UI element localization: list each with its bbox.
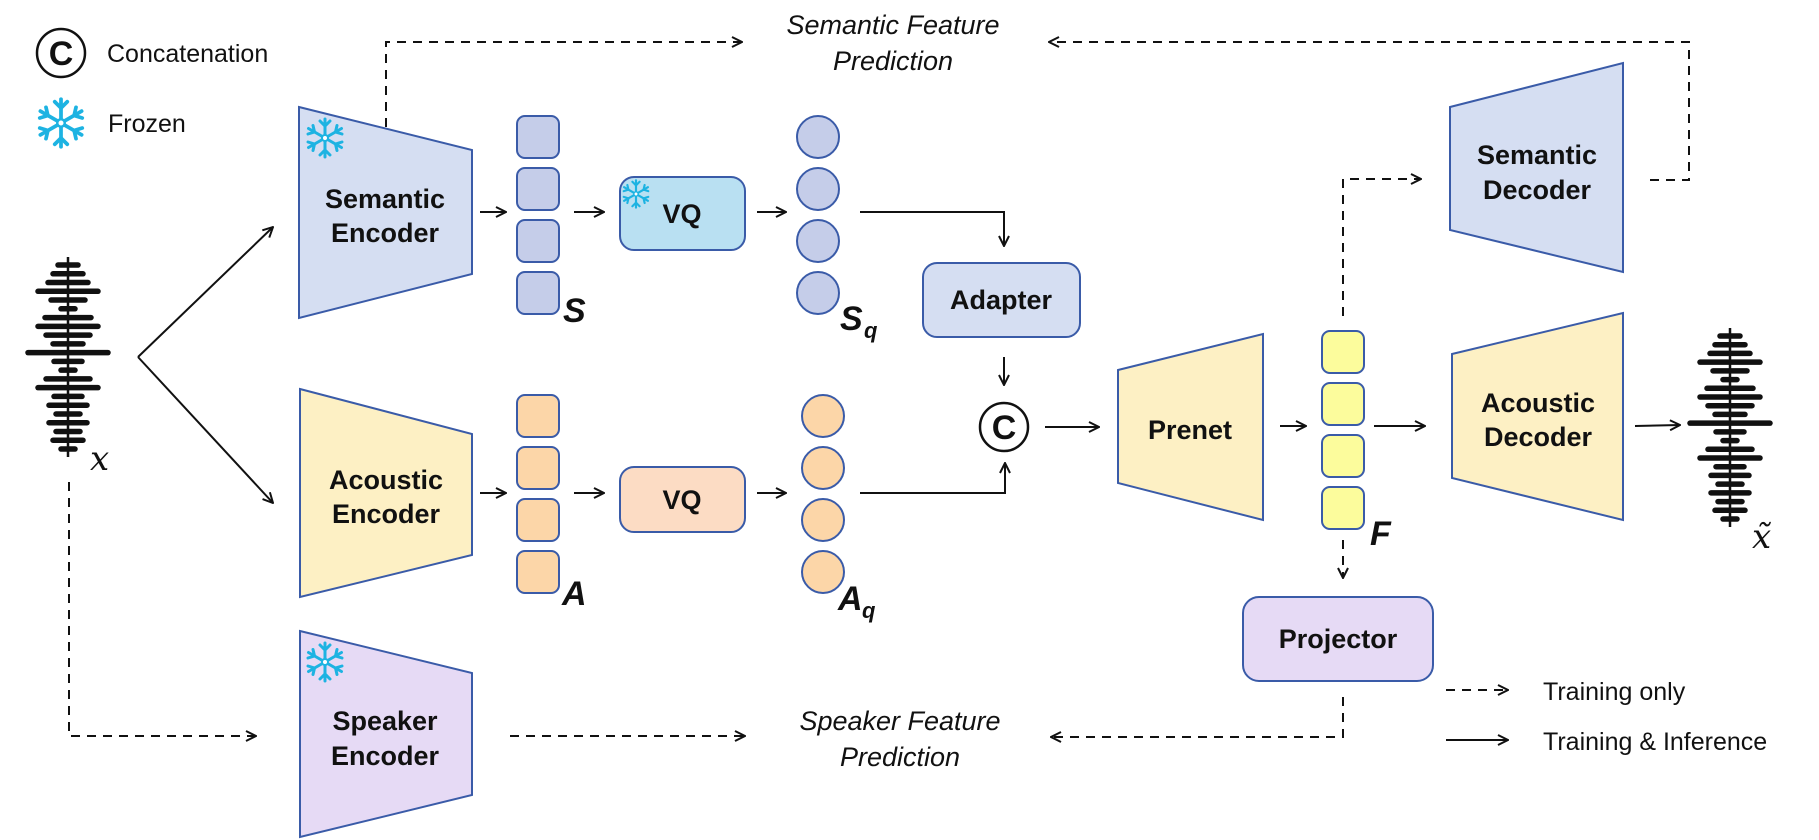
semantic-vq: VQ (619, 176, 746, 251)
dashed-arrow-from-semantic-decoder (1049, 42, 1690, 181)
semantic-encoder-line1: Semantic (325, 184, 445, 214)
feature-token (516, 167, 560, 211)
arrow-to-acoustic-encoder (137, 356, 273, 503)
arrow-to-output-waveform (1634, 425, 1680, 426)
semantic-feature-label: S (563, 292, 586, 330)
output-waveform-icon (1687, 328, 1773, 527)
fused-feature-tokens (1321, 330, 1365, 530)
arrow-to-semantic-encoder (137, 227, 273, 358)
quantized-token (796, 271, 840, 315)
semantic-prediction-line2: Prediction (833, 46, 953, 76)
semantic-quantized-label: S (840, 300, 863, 338)
speaker-prediction-line1: Speaker Feature (799, 706, 1000, 736)
projector-label: Projector (1279, 624, 1398, 654)
dashed-arrow-from-projector (1051, 697, 1344, 737)
semantic-decoder: Semantic Decoder (1449, 61, 1624, 274)
semantic-feature-tokens (516, 115, 560, 315)
acoustic-encoder-line2: Encoder (332, 499, 441, 529)
line-legend: Training only Training & Inference (1446, 678, 1767, 756)
frozen-legend-item: Frozen (37, 97, 186, 149)
output-signal-label: x̃ (1752, 517, 1772, 557)
input-waveform-icon (25, 257, 111, 457)
fused-feature-label: F (1370, 515, 1392, 553)
dashed-arrow-to-speaker-encoder (68, 482, 256, 736)
dashed-arrow-to-semantic-decoder (1342, 179, 1421, 316)
quantized-token (801, 394, 845, 438)
frozen-legend-label: Frozen (108, 110, 186, 138)
legend: C Concatenation Frozen Training only Tra… (35, 27, 1767, 756)
concat-circle-icon (35, 27, 87, 79)
semantic-quantized-subscript: q (864, 318, 878, 343)
snowflake-icon (37, 97, 85, 149)
semantic-vq-label: VQ (662, 199, 701, 229)
semantic-feature-prediction: Semantic Feature Prediction (786, 10, 999, 76)
speaker-prediction-line2: Prediction (840, 742, 960, 772)
semantic-encoder-line2: Encoder (331, 218, 440, 248)
acoustic-vq-label: VQ (662, 485, 701, 515)
acoustic-vq: VQ (619, 466, 746, 533)
speaker-encoder: Speaker Encoder (299, 629, 473, 839)
acoustic-quantized-label: A (837, 580, 863, 618)
concat-symbol: C (49, 35, 74, 73)
semantic-quantized-tokens (796, 115, 840, 315)
semantic-decoder-line2: Decoder (1483, 175, 1592, 205)
quantized-token (796, 219, 840, 263)
concat-node-symbol: C (992, 409, 1017, 447)
acoustic-quantized-tokens (801, 394, 845, 594)
speaker-feature-prediction: Speaker Feature Prediction (799, 706, 1000, 772)
acoustic-encoder: Acoustic Encoder (299, 387, 473, 599)
feature-token (516, 219, 560, 263)
acoustic-feature-tokens (516, 394, 560, 594)
feature-token (516, 394, 560, 438)
concat-legend-item: C Concatenation (35, 27, 268, 79)
quantized-token (801, 550, 845, 594)
feature-token (1321, 382, 1365, 426)
feature-token (516, 550, 560, 594)
acoustic-encoder-line1: Acoustic (329, 465, 443, 495)
training-only-label: Training only (1543, 678, 1686, 706)
feature-token (516, 271, 560, 315)
projector: Projector (1242, 596, 1434, 682)
input-signal-label: x (90, 439, 109, 479)
training-inference-label: Training & Inference (1543, 728, 1767, 756)
speaker-encoder-line1: Speaker (332, 706, 438, 736)
prenet-label: Prenet (1148, 415, 1232, 445)
feature-token (1321, 486, 1365, 530)
feature-token (1321, 434, 1365, 478)
quantized-token (801, 498, 845, 542)
concat-legend-label: Concatenation (107, 40, 268, 68)
quantized-token (796, 115, 840, 159)
feature-token (1321, 330, 1365, 374)
acoustic-decoder: Acoustic Decoder (1451, 311, 1624, 522)
quantized-token (801, 446, 845, 490)
acoustic-decoder-line1: Acoustic (1481, 388, 1595, 418)
adapter-label: Adapter (950, 285, 1053, 315)
arrow-acoustic-to-concat (860, 463, 1005, 494)
feature-token (516, 446, 560, 490)
quantized-token (796, 167, 840, 211)
adapter: Adapter (922, 262, 1081, 338)
speaker-encoder-line2: Encoder (331, 741, 440, 771)
acoustic-feature-label: A (561, 575, 587, 613)
acoustic-quantized-subscript: q (862, 598, 876, 623)
semantic-encoder: Semantic Encoder (298, 105, 473, 320)
feature-token (516, 498, 560, 542)
dashed-arrow-to-semantic-prediction (385, 42, 742, 127)
prenet: Prenet (1117, 332, 1264, 522)
feature-token (516, 115, 560, 159)
semantic-decoder-line1: Semantic (1477, 140, 1597, 170)
arrow-to-adapter (860, 211, 1004, 246)
concat-node: C (978, 401, 1030, 453)
acoustic-decoder-line2: Decoder (1484, 422, 1593, 452)
semantic-prediction-line1: Semantic Feature (786, 10, 999, 40)
